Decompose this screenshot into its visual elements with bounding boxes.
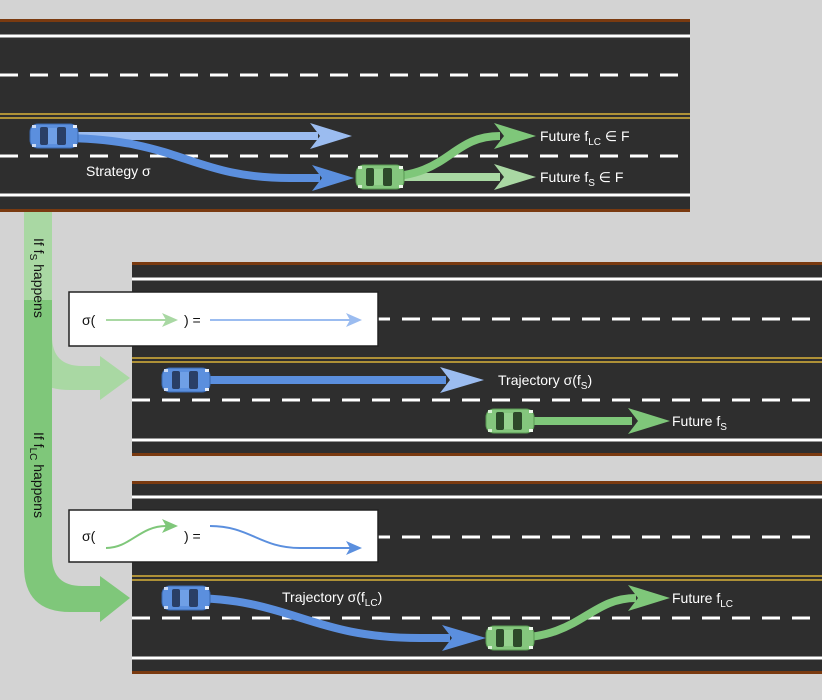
- green-car-icon: [485, 408, 535, 434]
- mid-trajectory-arrow: [188, 367, 484, 393]
- green-car-icon: [355, 164, 405, 190]
- strategy-label: Strategy σ: [86, 163, 151, 179]
- blue-car-icon: [161, 367, 211, 393]
- bottom-trajectory-arrow: [187, 594, 486, 651]
- bottom-future-label: Future fLC: [672, 590, 733, 610]
- mid-trajectory-label: Trajectory σ(fS): [498, 372, 592, 392]
- mid-box-close: ) =: [184, 312, 201, 328]
- branch-s-label: If fS happens: [27, 238, 47, 318]
- future-s-label: Future fS ∈ F: [540, 169, 623, 189]
- bottom-box-close: ) =: [184, 528, 201, 544]
- bottom-box-open: σ(: [82, 528, 96, 544]
- branch-lc-label: If fLC happens: [27, 432, 47, 518]
- bottom-trajectory-label: Trajectory σ(fLC): [282, 589, 382, 609]
- mid-box-open: σ(: [82, 312, 96, 328]
- branch-lc-arrow: [24, 300, 130, 622]
- future-lc-label: Future fLC ∈ F: [540, 128, 630, 148]
- blue-car-icon: [161, 585, 211, 611]
- mid-legend-box: σ( ) =: [68, 291, 379, 347]
- blue-car-icon: [29, 123, 79, 149]
- mid-future-label: Future fS: [672, 413, 727, 433]
- strategy-lane-change-arrow: [59, 134, 354, 191]
- green-car-icon: [485, 625, 535, 651]
- bottom-legend-box: σ( ) =: [68, 509, 379, 563]
